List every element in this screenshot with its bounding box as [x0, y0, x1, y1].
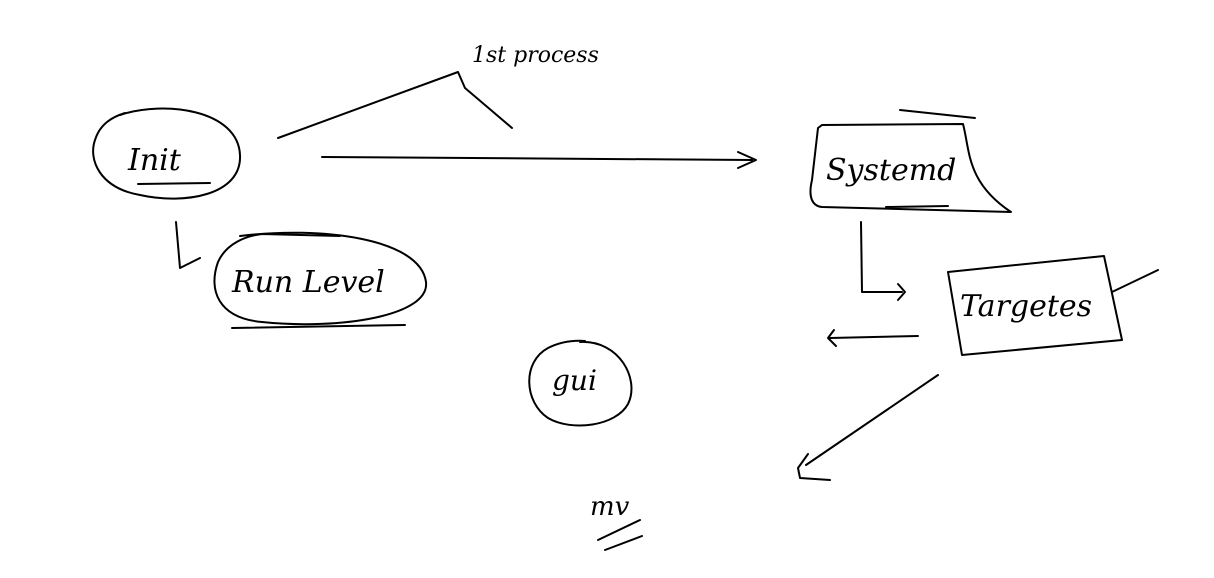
mv-underline-1: [597, 519, 641, 541]
init-node: Init: [92, 107, 242, 200]
gui-node: gui: [528, 339, 633, 427]
systemd-node: Systemd: [809, 109, 1012, 213]
systemd-box: [809, 123, 1012, 213]
arrow-shaft: [805, 374, 939, 466]
run-level-ellipse: [213, 231, 428, 326]
arrow-shaft: [860, 221, 903, 293]
run-level-node: Run Level: [175, 221, 428, 329]
gui-circle: [528, 339, 633, 427]
targets-label: Targetes: [960, 289, 1092, 324]
gui-label: gui: [552, 364, 597, 397]
systemd-underline: [885, 205, 949, 208]
init-to-systemd-arrow: [321, 151, 757, 169]
targets-to-mv-arrow: [797, 374, 939, 481]
targets-left-arrow: [827, 329, 919, 347]
arrow-head: [737, 151, 757, 169]
init-to-run-level-hook: [175, 221, 201, 269]
init-label: Init: [127, 143, 182, 178]
mv-label: mv: [590, 492, 630, 522]
targets-box: [947, 255, 1123, 356]
run-level-underline: [231, 324, 406, 329]
targets-node: Targetes: [947, 255, 1159, 356]
arrow-shaft: [829, 335, 919, 339]
arrow-shaft: [321, 156, 753, 161]
run-level-label: Run Level: [231, 265, 385, 300]
systemd-label: Systemd: [826, 153, 956, 188]
mv-annotation: mv: [590, 492, 643, 551]
init-underline: [137, 182, 211, 185]
first-process-annotation: 1st process: [277, 43, 599, 139]
first-process-label: 1st process: [472, 43, 599, 68]
mv-underline-2: [604, 535, 643, 551]
systemd-box-top-stroke: [899, 109, 976, 119]
first-process-caret: [277, 71, 513, 139]
targets-tail-stroke: [1111, 269, 1159, 293]
arrow-head: [797, 453, 831, 481]
arrow-head: [897, 283, 906, 301]
init-circle: [92, 107, 242, 200]
systemd-to-targets-arrow: [860, 221, 906, 301]
arrow-head: [827, 329, 837, 347]
